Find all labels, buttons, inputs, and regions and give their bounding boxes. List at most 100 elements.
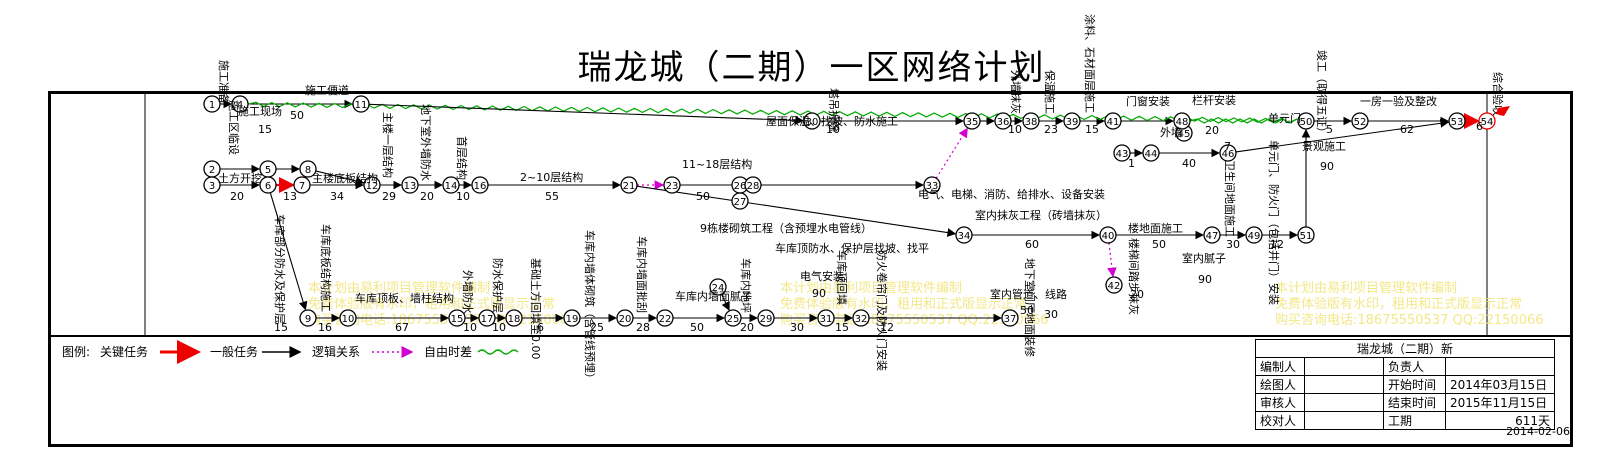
task-duration: 10 xyxy=(826,123,840,136)
node-number: 29 xyxy=(760,314,773,325)
node-number: 38 xyxy=(1025,117,1038,128)
network-node: 42 xyxy=(1105,276,1123,294)
node-circle xyxy=(478,309,496,327)
task-label: 一房一验及整改 xyxy=(1360,94,1437,108)
task-label: 防火卷帘门及防火门安装 xyxy=(875,250,889,371)
node-number: 2 xyxy=(209,165,215,176)
watermark-line2c: 免费体验版有水印，租用和正式版显示正常 xyxy=(1275,296,1522,312)
node-number: 32 xyxy=(855,314,868,325)
task-label: 涂料、石材面层施工 xyxy=(1083,14,1097,113)
network-node: 5 xyxy=(259,160,277,178)
node-number: 11 xyxy=(355,100,368,111)
node-circle xyxy=(448,309,466,327)
task-duration: 15 xyxy=(258,123,272,136)
task-duration: 15 xyxy=(274,321,288,334)
task-label: 2~10层结构 xyxy=(520,170,583,184)
node-circle xyxy=(817,309,835,327)
watermark-line1b: 本计划由易利项目管理软件编制 xyxy=(780,281,962,296)
node-number: 54 xyxy=(1481,117,1494,128)
node-circle xyxy=(442,176,460,194)
info-start-value: 2014年03月15日 xyxy=(1445,375,1555,394)
node-number: 15 xyxy=(451,314,464,325)
task-duration: 29 xyxy=(382,190,396,203)
task-label: 电气安装 xyxy=(800,269,844,283)
node-circle xyxy=(1297,226,1315,244)
task-duration: 10 xyxy=(492,321,506,334)
node-number: 30 xyxy=(806,117,819,128)
node-number: 43 xyxy=(1116,149,1129,160)
info-checker-label: 校对人 xyxy=(1255,411,1305,430)
node-number: 25 xyxy=(727,314,740,325)
node-number: 42 xyxy=(1108,281,1121,292)
node-circle xyxy=(1113,144,1131,162)
node-circle xyxy=(299,160,317,178)
network-node: 6 xyxy=(259,176,277,194)
node-circle xyxy=(744,176,762,194)
task-label: 室内腻子 xyxy=(1182,251,1226,265)
task-duration: 5 xyxy=(1326,123,1333,136)
watermark-line1: 本计划由易利项目管理软件编制 xyxy=(308,281,490,296)
info-project: 瑞龙城（二期）新 xyxy=(1255,339,1555,358)
node-circle xyxy=(616,309,634,327)
task-duration: 20 xyxy=(740,321,754,334)
diagram-title: 瑞龙城（二期）一区网络计划 xyxy=(577,48,1046,88)
task-duration: 16 xyxy=(318,321,332,334)
node-circle xyxy=(1297,112,1315,130)
network-node: 1 xyxy=(203,95,221,113)
logic-edge xyxy=(935,127,968,179)
node-number: 26 xyxy=(734,181,747,192)
node-number: 41 xyxy=(1107,117,1120,128)
node-circle xyxy=(1142,144,1160,162)
watermark-right: 本计划由易利项目管理软件编制 免费体验版有水印，租用和正式版显示正常 购买咨询电… xyxy=(1275,281,1544,328)
node-circle xyxy=(293,176,311,194)
node-number: 1 xyxy=(209,100,215,111)
node-number: 47 xyxy=(1206,231,1219,242)
legend-logic-label: 逻辑关系 xyxy=(312,345,360,359)
node-number: 23 xyxy=(666,181,679,192)
node-circle xyxy=(1351,112,1369,130)
node-number: 48 xyxy=(1176,117,1189,128)
node-circle xyxy=(1104,112,1122,130)
legend-critical-label: 关键任务 xyxy=(100,344,148,359)
node-circle xyxy=(231,95,249,113)
task-duration: 90 xyxy=(1198,273,1212,286)
task-duration: 28 xyxy=(636,321,650,334)
task-duration: 60 xyxy=(1025,238,1039,251)
node-number: 4 xyxy=(237,100,243,111)
network-node: 40 xyxy=(1099,226,1117,244)
task-label: 景观施工 xyxy=(1302,140,1346,153)
network-node: 49 xyxy=(1245,226,1263,244)
node-circle xyxy=(1063,112,1081,130)
task-label: 基础土方回填至0.00 xyxy=(529,258,543,360)
node-circle xyxy=(339,309,357,327)
network-node: 39 xyxy=(1063,112,1081,130)
task-label: 车库部分防水及保护层 xyxy=(273,214,287,324)
task-label: 外墙抹灰 xyxy=(1009,70,1023,114)
task-label: 室内管道、线路 xyxy=(990,287,1067,301)
node-number: 35 xyxy=(966,117,979,128)
task-duration: 15 xyxy=(835,321,849,334)
task-label: 塔吊拆除 xyxy=(827,88,841,132)
node-number: 17 xyxy=(481,314,494,325)
finish-flag-icon xyxy=(1496,106,1510,116)
task-label: 楼地面施工 xyxy=(1128,221,1183,235)
node-number: 40 xyxy=(1102,231,1115,242)
network-node: 53 xyxy=(1448,112,1466,130)
network-node: 28 xyxy=(744,176,762,194)
task-duration: 12 xyxy=(880,321,894,334)
node-circle xyxy=(731,192,749,210)
task-label: 11~18层结构 xyxy=(682,157,752,171)
node-number: 9 xyxy=(305,314,311,325)
node-number: 45 xyxy=(1178,129,1191,140)
task-duration: 30 xyxy=(790,321,804,334)
task-label: 楼梯间踏步抹灰 xyxy=(1127,238,1141,315)
task-duration: 50 xyxy=(1020,304,1034,317)
task-duration: 1 xyxy=(1128,157,1135,170)
info-compiler-label: 编制人 xyxy=(1255,357,1305,376)
task-label: 屋面保温、找坡、防水施工 xyxy=(766,114,898,128)
watermark-line2: 免费体验版有水印，租用和正式版显示正常 xyxy=(308,296,555,312)
node-circle xyxy=(1478,112,1496,130)
task-duration: 7 xyxy=(1224,140,1231,153)
node-circle xyxy=(724,309,742,327)
network-node: 52 xyxy=(1351,112,1369,130)
